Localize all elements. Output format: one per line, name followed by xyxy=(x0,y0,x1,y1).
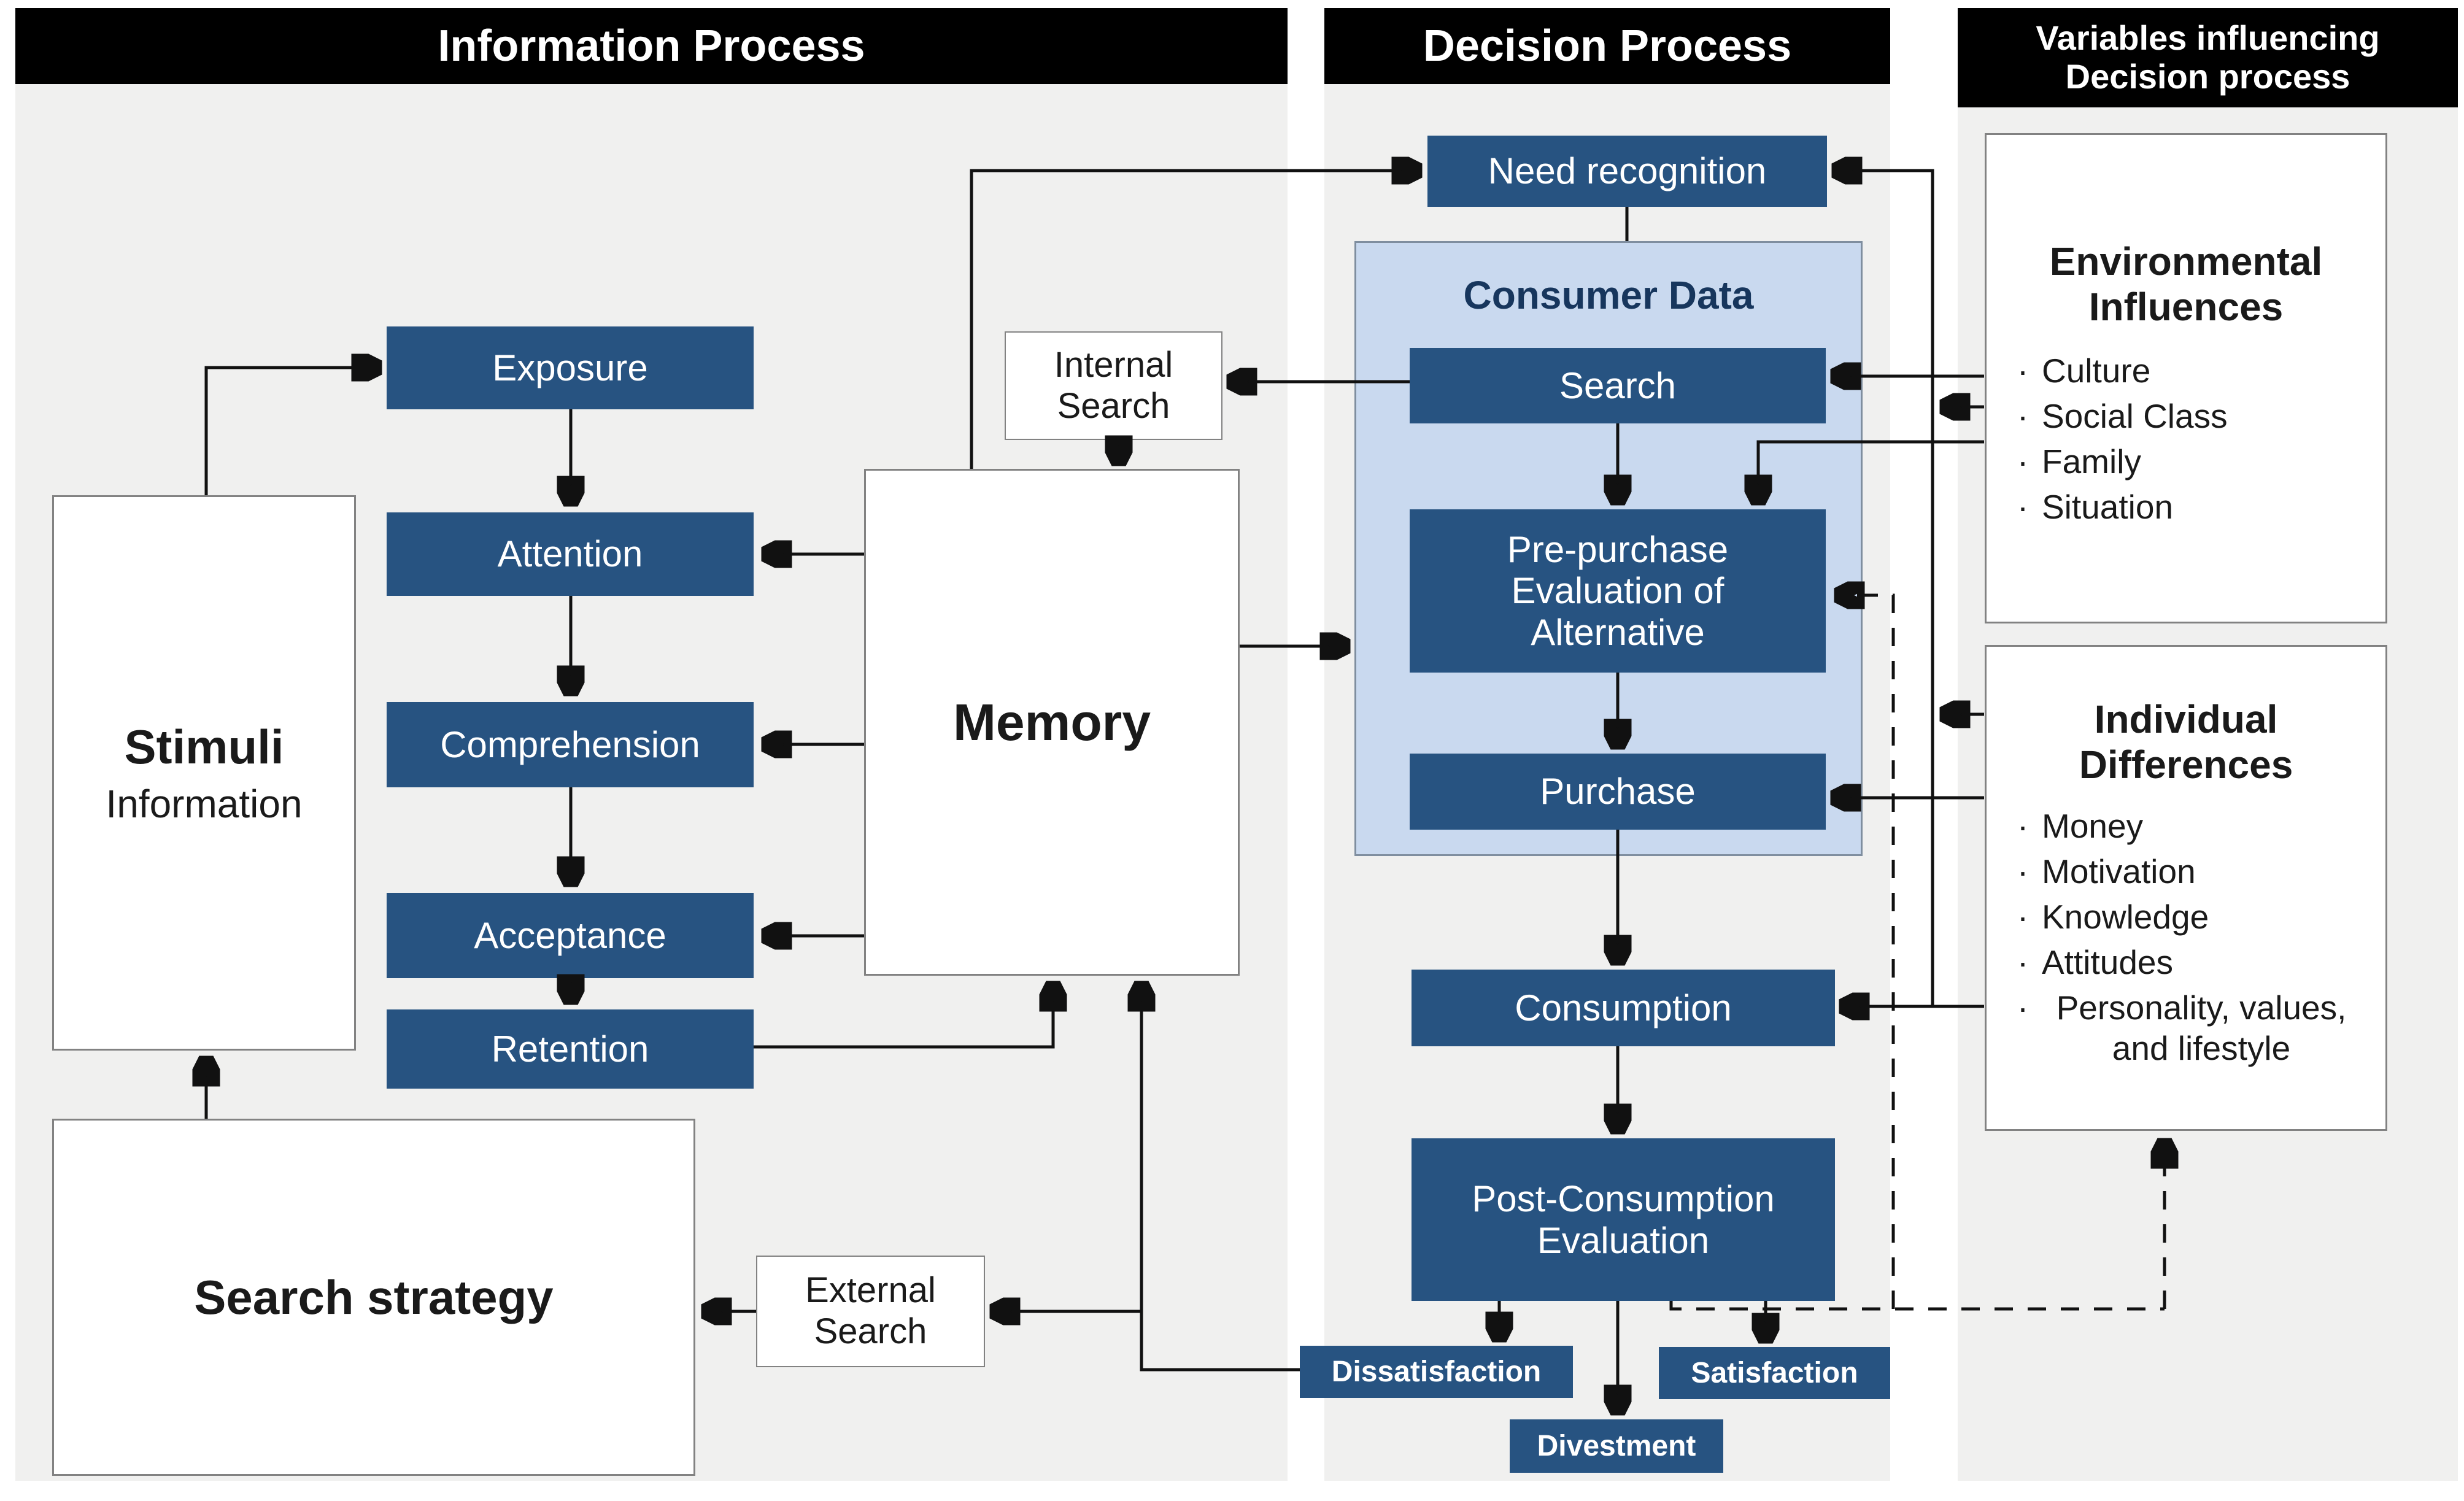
list-item: · Motivation xyxy=(2004,851,2368,892)
internal-search-box: Internal Search xyxy=(1005,331,1222,440)
bullet-dot: · xyxy=(2017,989,2029,1027)
bullet-dot: · xyxy=(2017,943,2029,982)
list-item: · Attitudes xyxy=(2004,942,2368,982)
stage-retention-label: Retention xyxy=(491,1028,649,1070)
internal-search-label: Internal Search xyxy=(1054,344,1173,426)
environmental-influences-box: Environmental Influences · Culture · Socia… xyxy=(1985,133,2387,623)
search-strategy-box: Search strategy xyxy=(52,1119,695,1476)
list-item: · Culture xyxy=(2004,350,2368,391)
memory-label: Memory xyxy=(952,693,1151,751)
ind-item-knowledge: Knowledge xyxy=(2042,898,2209,936)
stimuli-subtitle: Information xyxy=(106,782,303,826)
header-variables-line1: Variables influencing xyxy=(2036,18,2380,58)
stimuli-box: Stimuli Information xyxy=(52,495,356,1051)
divestment-box: Divestment xyxy=(1510,1419,1723,1473)
bullet-dot: · xyxy=(2017,488,2029,527)
purchase-label: Purchase xyxy=(1540,771,1696,812)
header-variables: Variables influencing Decision process xyxy=(1958,8,2458,107)
consumption-box: Consumption xyxy=(1412,970,1835,1046)
ind-item-money: Money xyxy=(2042,807,2144,846)
satisfaction-box: Satisfaction xyxy=(1659,1347,1890,1399)
env-item-situation: Situation xyxy=(2042,488,2174,527)
individual-differences-box: Individual Differences · Money · Motivatio… xyxy=(1985,645,2387,1131)
external-search-box: External Search xyxy=(756,1256,985,1367)
ind-item-motivation: Motivation xyxy=(2042,852,2196,891)
pre-purchase-box: Pre-purchase Evaluation of Alternative xyxy=(1410,509,1826,673)
individual-differences-title: Individual Differences xyxy=(2079,697,2293,787)
stimuli-title: Stimuli xyxy=(124,720,284,774)
stage-acceptance-label: Acceptance xyxy=(474,914,666,956)
list-item: · Money xyxy=(2004,806,2368,846)
env-item-social-class: Social Class xyxy=(2042,397,2228,436)
environmental-influences-list: · Culture · Social Class · Family · Situatio… xyxy=(2004,350,2368,532)
consumer-data-title: Consumer Data xyxy=(1463,273,1754,317)
header-information-process: Information Process xyxy=(15,8,1288,84)
dissatisfaction-label: Dissatisfaction xyxy=(1331,1355,1542,1388)
ind-item-personality: Personality, values, and lifestyle xyxy=(2056,989,2347,1068)
need-recognition-label: Need recognition xyxy=(1488,150,1767,192)
bullet-dot: · xyxy=(2017,807,2029,846)
list-item: · Social Class xyxy=(2004,396,2368,436)
post-consumption-box: Post-Consumption Evaluation xyxy=(1412,1138,1835,1301)
divestment-label: Divestment xyxy=(1537,1429,1696,1462)
list-item: · Knowledge xyxy=(2004,897,2368,937)
header-decision-process-label: Decision Process xyxy=(1423,21,1792,71)
header-decision-process: Decision Process xyxy=(1324,8,1890,84)
need-recognition-box: Need recognition xyxy=(1427,136,1827,207)
header-information-process-label: Information Process xyxy=(438,21,865,71)
stage-exposure-label: Exposure xyxy=(492,347,648,388)
search-label: Search xyxy=(1559,365,1677,406)
list-item: · Family xyxy=(2004,441,2368,482)
stage-box-retention: Retention xyxy=(387,1009,754,1089)
stage-comprehension-label: Comprehension xyxy=(440,723,700,765)
purchase-box: Purchase xyxy=(1410,754,1826,830)
ind-item-attitudes: Attitudes xyxy=(2042,943,2174,982)
env-item-culture: Culture xyxy=(2042,352,2151,390)
search-strategy-label: Search strategy xyxy=(194,1270,554,1324)
memory-box: Memory xyxy=(864,469,1240,976)
individual-differences-list: · Money · Motivation · Knowledge · Attitudes… xyxy=(2004,806,2368,1073)
list-item: · Personality, values, and lifestyle xyxy=(2004,987,2368,1068)
stage-box-acceptance: Acceptance xyxy=(387,893,754,978)
bullet-dot: · xyxy=(2017,352,2029,390)
stage-box-comprehension: Comprehension xyxy=(387,702,754,787)
environmental-influences-title: Environmental Influences xyxy=(2049,239,2323,329)
stage-box-exposure: Exposure xyxy=(387,326,754,409)
bullet-dot: · xyxy=(2017,852,2029,891)
bullet-dot: · xyxy=(2017,442,2029,481)
bullet-dot: · xyxy=(2017,898,2029,936)
header-variables-line2: Decision process xyxy=(2065,57,2350,96)
stage-attention-label: Attention xyxy=(497,533,643,575)
consumption-label: Consumption xyxy=(1515,987,1732,1028)
env-item-family: Family xyxy=(2042,442,2141,481)
dissatisfaction-box: Dissatisfaction xyxy=(1300,1346,1573,1398)
post-consumption-label: Post-Consumption Evaluation xyxy=(1472,1178,1775,1261)
satisfaction-label: Satisfaction xyxy=(1691,1356,1858,1389)
bullet-dot: · xyxy=(2017,397,2029,436)
search-box: Search xyxy=(1410,348,1826,423)
pre-purchase-label: Pre-purchase Evaluation of Alternative xyxy=(1507,529,1729,653)
external-search-label: External Search xyxy=(805,1270,936,1351)
list-item: · Situation xyxy=(2004,487,2368,527)
stage-box-attention: Attention xyxy=(387,512,754,596)
